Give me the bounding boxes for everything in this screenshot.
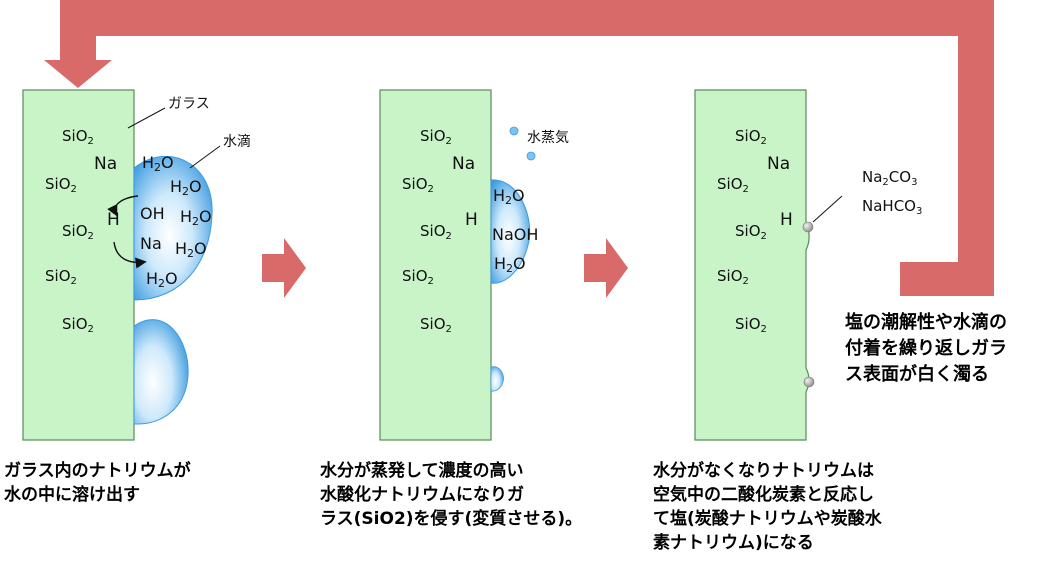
caption-line: 水の中に溶け出す (4, 485, 140, 505)
glass-pane-1 (22, 89, 135, 441)
h-label: H (465, 210, 478, 230)
na2co3-label: Na2CO3 (862, 168, 917, 188)
loop-back-arrow (44, 0, 994, 296)
caption-line: ス表面が白く濁る (845, 364, 989, 385)
caption-line: 素ナトリウム)になる (653, 533, 814, 553)
caption-line: 塩の潮解性や水滴の (845, 312, 1007, 333)
vapor-label: 水蒸気 (527, 130, 569, 146)
sio2-label: SiO2 (45, 175, 77, 195)
glass-label: ガラス (168, 96, 210, 112)
h2o-label: H2O (170, 177, 202, 198)
h2o-label: H2O (146, 269, 178, 290)
h2o-label: H2O (493, 186, 525, 207)
sio2-label: SiO2 (402, 175, 434, 195)
tiny-drop (490, 366, 504, 392)
h2o-label: H2O (494, 254, 526, 275)
h2o-label: H2O (180, 207, 212, 228)
oh-label: OH (140, 204, 165, 223)
drop-label: 水滴 (223, 133, 251, 150)
sio2-label: SiO2 (402, 267, 434, 287)
caption-line: 付着を繰り返しガラ (845, 338, 1007, 359)
caption-panel-3: 水分がなくなりナトリウムは 空気中の二酸化炭素と反応し て塩(炭酸ナトリウムや炭… (653, 459, 882, 555)
exchange-arrow-up (107, 195, 139, 217)
sio2-label: SiO2 (420, 127, 452, 147)
caption-panel-2: 水分が蒸発して濃度の高い 水酸化ナトリウムになりガ ラス(SiO2)を侵す(変質… (320, 459, 582, 531)
na-label: Na (767, 154, 790, 174)
caption-line: 水酸化ナトリウムになりガ (320, 485, 524, 505)
sio2-label: SiO2 (735, 127, 767, 147)
caption-line: 空気中の二酸化炭素と反応し (653, 485, 874, 505)
water-drop-small (133, 319, 189, 425)
na-label: Na (94, 154, 117, 174)
caption-line: て塩(炭酸ナトリウムや炭酸水 (653, 509, 882, 529)
panel-1: ガラス 水滴 SiO2 SiO2 SiO2 SiO2 SiO2 Na H H2O… (22, 89, 251, 441)
vapor-bubble (509, 126, 519, 136)
sio2-label: SiO2 (717, 175, 749, 195)
sio2-label: SiO2 (735, 222, 767, 242)
h-label: H (780, 210, 793, 230)
salt-deposit (802, 221, 814, 233)
sio2-label: SiO2 (62, 127, 94, 147)
sio2-label: SiO2 (62, 315, 94, 335)
vapor-bubble (526, 151, 536, 161)
naoh-label: NaOH (492, 225, 538, 244)
caption-line: 水分がなくなりナトリウムは (653, 461, 874, 481)
h-label: H (107, 210, 120, 230)
water-drop-large (133, 155, 213, 301)
caption-loop: 塩の潮解性や水滴の 付着を繰り返しガラ ス表面が白く濁る (845, 310, 1007, 388)
concentrated-drop (490, 179, 531, 284)
panel-2: 水蒸気 SiO2 SiO2 SiO2 SiO2 SiO2 Na H H2O Na… (379, 89, 569, 441)
exchange-arrow-down (113, 241, 147, 269)
nahco3-label: NaHCO3 (862, 197, 922, 217)
sio2-label: SiO2 (420, 222, 452, 242)
h2o-label: H2O (142, 153, 174, 174)
glass-pane-2 (379, 89, 492, 441)
sio2-label: SiO2 (62, 222, 94, 242)
salt-label-line (812, 195, 843, 223)
sio2-label: SiO2 (717, 267, 749, 287)
sio2-label: SiO2 (45, 267, 77, 287)
step-arrow-2 (584, 238, 628, 298)
panel-3: Na2CO3 NaHCO3 SiO2 SiO2 SiO2 SiO2 SiO2 N… (694, 89, 922, 441)
glass-label-line (127, 107, 166, 129)
caption-panel-1: ガラス内のナトリウムが 水の中に溶け出す (4, 459, 191, 507)
salt-deposit (803, 376, 815, 388)
drop-label-line (189, 145, 221, 169)
step-arrow-1 (262, 238, 306, 298)
caption-line: ガラス内のナトリウムが (4, 461, 191, 481)
caption-line: ラス(SiO2)を侵す(変質させる)。 (320, 509, 583, 529)
na-label: Na (452, 154, 475, 174)
sio2-label: SiO2 (420, 315, 452, 335)
sio2-label: SiO2 (735, 315, 767, 335)
na-ion-label: Na (140, 234, 162, 253)
h2o-label: H2O (175, 239, 207, 260)
caption-line: 水分が蒸発して濃度の高い (320, 461, 524, 481)
